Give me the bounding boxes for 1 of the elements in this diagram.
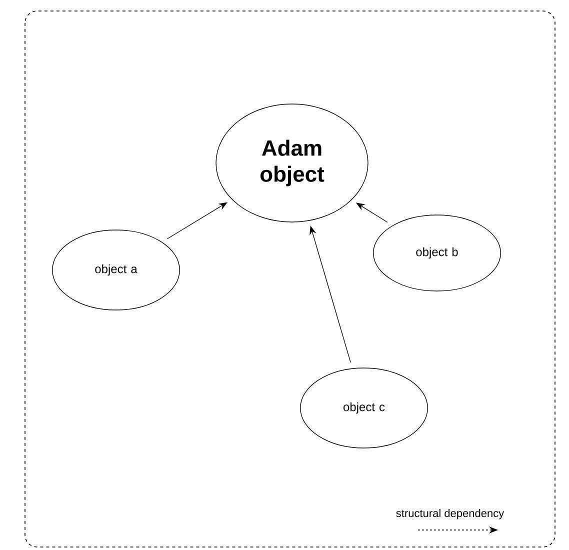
legend-label: structural dependency: [396, 509, 504, 520]
